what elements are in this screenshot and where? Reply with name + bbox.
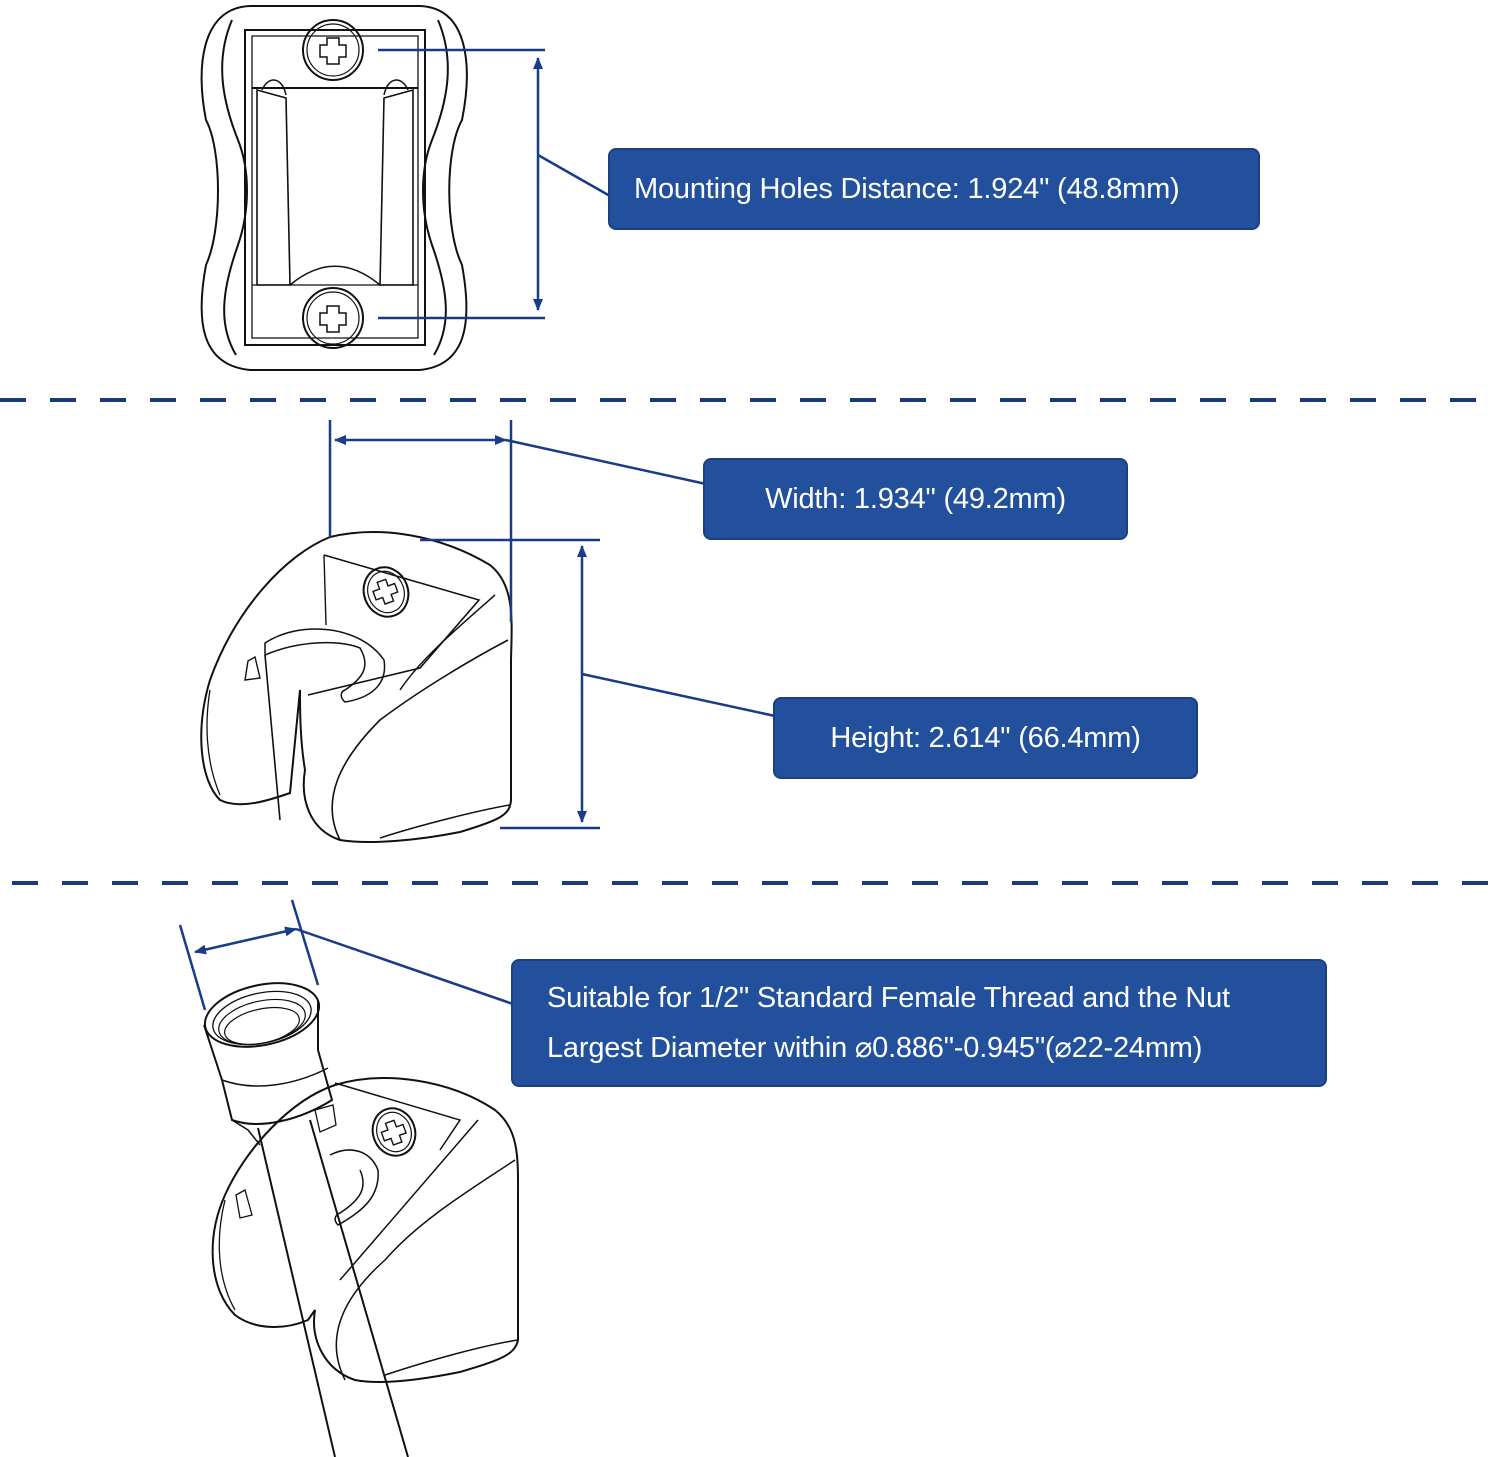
nut-diameter-dimension-line	[178, 899, 514, 1011]
mounting-holes-distance-text: Mounting Holes Distance: 1.924" (48.8mm)	[634, 172, 1180, 205]
thread-compatibility-line-1: Suitable for 1/2" Standard Female Thread…	[547, 982, 1230, 1014]
thread-compatibility-line-2: Largest Diameter within ⌀0.886"-0.945"(⌀…	[547, 1032, 1203, 1064]
hose-view-holder-drawing	[211, 1077, 520, 1384]
width-dimension-line	[328, 420, 707, 622]
phillips-screw-icon	[371, 1107, 417, 1157]
front-view-holder-drawing	[200, 5, 468, 371]
width-text: Width: 1.934" (49.2mm)	[765, 482, 1066, 515]
phillips-screw-icon	[302, 19, 364, 81]
side-view-holder-drawing	[200, 531, 513, 843]
phillips-screw-icon	[362, 566, 410, 618]
mounting-holes-distance-label: Mounting Holes Distance: 1.924" (48.8mm)	[608, 148, 1260, 230]
width-label: Width: 1.934" (49.2mm)	[703, 458, 1128, 540]
hose-nut-drawing	[203, 982, 409, 1457]
phillips-screw-icon	[302, 287, 364, 349]
height-dimension-line	[420, 538, 776, 830]
mounting-holes-dimension-line	[378, 48, 611, 320]
thread-compatibility-label: Suitable for 1/2" Standard Female Thread…	[511, 959, 1327, 1087]
height-text: Height: 2.614" (66.4mm)	[830, 721, 1141, 754]
height-label: Height: 2.614" (66.4mm)	[773, 697, 1198, 779]
